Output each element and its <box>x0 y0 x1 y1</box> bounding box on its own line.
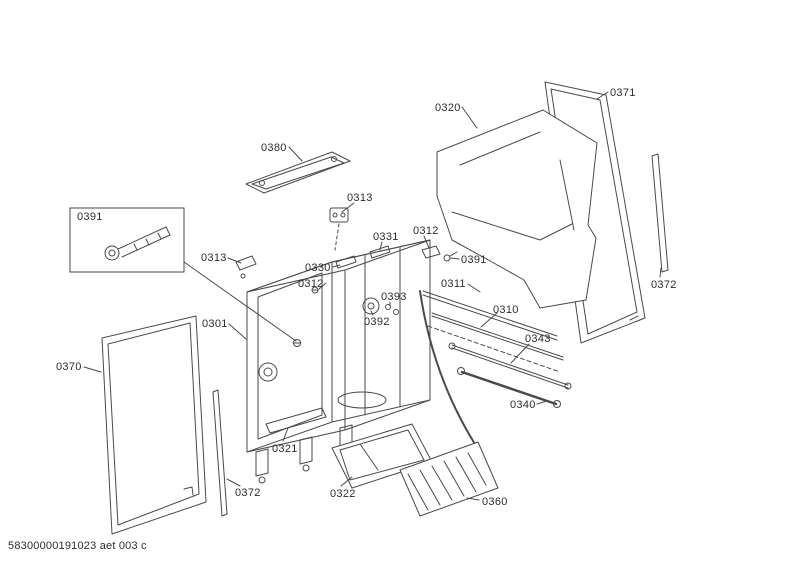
part-label-0330: 0330 <box>305 262 331 274</box>
bottom-panel <box>399 441 499 517</box>
mounting-rods <box>419 290 572 453</box>
part-label-0331: 0331 <box>373 231 399 243</box>
side-panel-left <box>101 315 207 535</box>
tub-assembly <box>246 239 431 484</box>
top-panel <box>245 151 351 194</box>
part-label-0392: 0392 <box>364 316 390 328</box>
part-label-0371: 0371 <box>610 87 636 99</box>
part-label-0360: 0360 <box>482 496 508 508</box>
part-label-0322: 0322 <box>330 488 356 500</box>
part-label-0370: 0370 <box>56 361 82 373</box>
part-label-0312-mid: 0312 <box>298 278 324 290</box>
part-label-0340: 0340 <box>510 399 536 411</box>
leader-lines <box>83 91 662 501</box>
document-number: 58300000191023 aet 003 c <box>8 540 147 552</box>
part-label-0391-screw: 0391 <box>461 254 487 266</box>
part-label-0343: 0343 <box>525 333 551 345</box>
part-label-0393: 0393 <box>381 291 407 303</box>
part-label-0313-left: 0313 <box>201 252 227 264</box>
insulation-mat <box>436 109 598 309</box>
part-label-0321: 0321 <box>272 443 298 455</box>
fastener-callout-box <box>69 207 297 342</box>
small-fittings <box>235 207 458 315</box>
part-label-0372-right: 0372 <box>651 279 677 291</box>
base-support <box>265 407 327 434</box>
seal-strip-left <box>212 389 228 517</box>
part-label-0312-top: 0312 <box>413 225 439 237</box>
part-label-0313-top: 0313 <box>347 192 373 204</box>
part-label-0311: 0311 <box>441 278 466 290</box>
seal-strip-right <box>651 153 669 273</box>
part-label-0391-boxed: 0391 <box>77 211 103 223</box>
part-label-0310: 0310 <box>493 304 519 316</box>
part-label-0320: 0320 <box>435 102 461 114</box>
part-label-0372-left: 0372 <box>235 487 261 499</box>
part-label-0380: 0380 <box>261 142 287 154</box>
part-label-0301: 0301 <box>202 318 228 330</box>
